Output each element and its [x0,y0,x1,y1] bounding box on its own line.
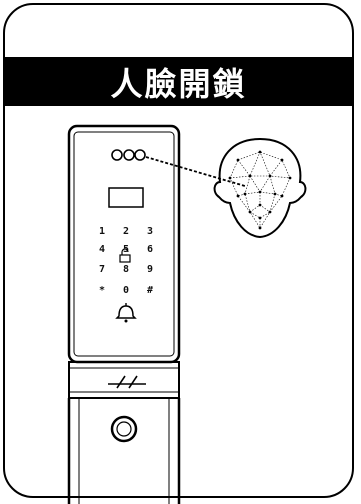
key-3: 3 [147,226,153,237]
fingerprint-sensor-icon [110,415,138,443]
key-6: 6 [147,244,153,255]
keypad: 1 2 3 4 5 6 7 8 9 * 0 # [99,226,153,296]
key-0: 0 [123,285,129,296]
title-banner: 人臉開鎖 [5,57,352,106]
handle-section [68,361,180,399]
camera-sensor-icon [111,149,146,161]
lock-lower-body [67,398,181,504]
key-2: 2 [123,226,129,237]
lock-icon [119,248,131,263]
key-8: 8 [123,264,129,275]
scan-beam [145,156,246,187]
key-4: 4 [99,244,105,255]
page-title: 人臉開鎖 [110,64,247,103]
key-hash: # [147,285,153,296]
key-7: 7 [99,264,105,275]
key-9: 9 [147,264,153,275]
key-1: 1 [99,226,105,237]
handle-logo-icon [108,375,146,389]
bell-icon [115,303,137,323]
display-screen [108,187,144,208]
key-star: * [99,285,105,296]
face-scan-icon [213,137,307,239]
